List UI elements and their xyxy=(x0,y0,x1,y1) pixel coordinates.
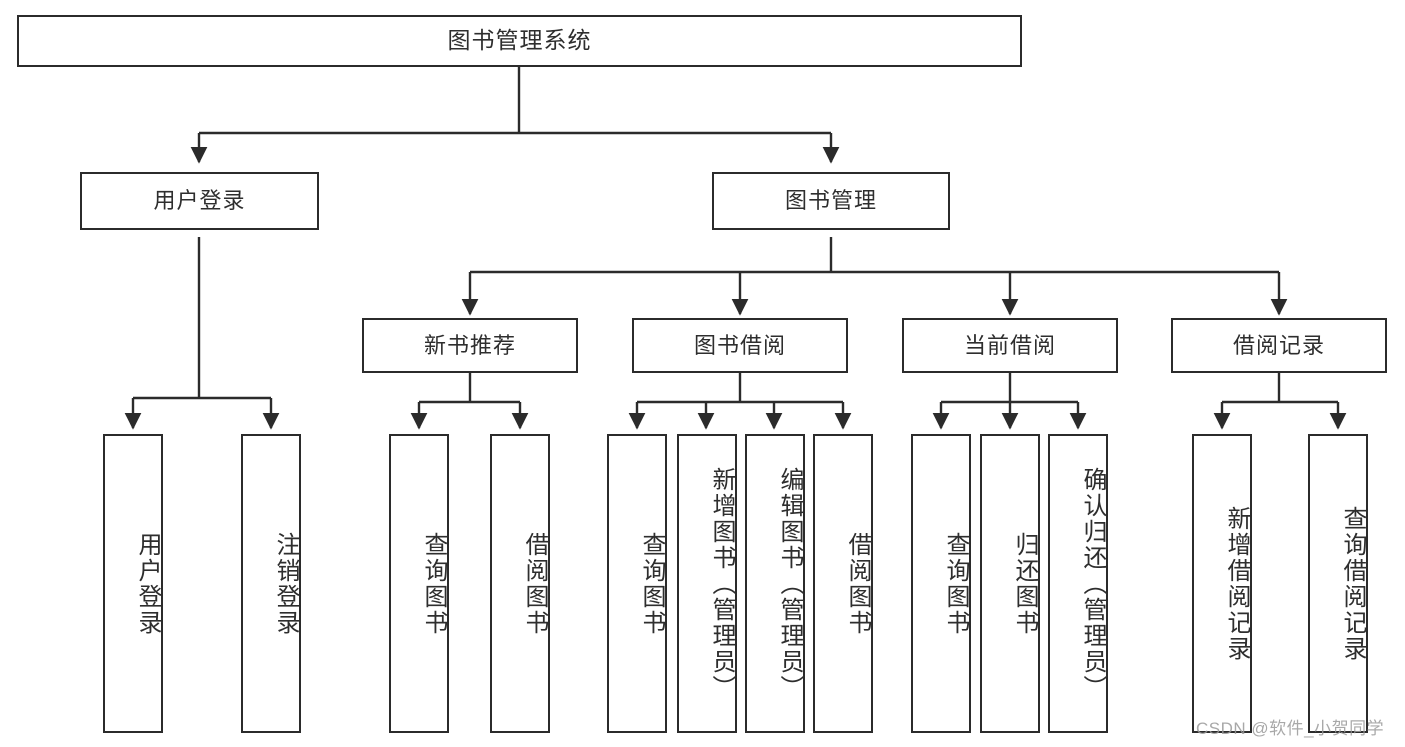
node-label: 图书借阅 xyxy=(693,332,786,358)
node-label: 查询图书 xyxy=(638,531,665,636)
node-book-borrow[interactable]: 图书借阅 xyxy=(632,318,848,373)
node-label: 注销登录 xyxy=(272,531,299,636)
node-label: 查询图书 xyxy=(420,531,447,636)
node-label: 用户登录 xyxy=(134,531,161,636)
leaf-user-login[interactable]: 用户登录 xyxy=(103,434,163,733)
node-label: 用户登录 xyxy=(153,188,246,214)
leaf-add-borrow-record[interactable]: 新增借阅记录 xyxy=(1192,434,1252,733)
leaf-confirm-return[interactable]: 确认归还（管理员） xyxy=(1048,434,1108,733)
node-book-manage[interactable]: 图书管理 xyxy=(712,172,950,230)
node-borrow-record[interactable]: 借阅记录 xyxy=(1171,318,1387,373)
leaf-query-book-borrow[interactable]: 查询图书 xyxy=(607,434,667,733)
leaf-add-book[interactable]: 新增图书（管理员） xyxy=(677,434,737,733)
node-label: 新增图书（管理员） xyxy=(708,466,735,701)
node-label: 图书管理 xyxy=(784,188,877,214)
node-label: 当前借阅 xyxy=(963,332,1056,358)
node-label: 新书推荐 xyxy=(423,332,516,358)
leaf-borrow-book[interactable]: 借阅图书 xyxy=(813,434,873,733)
leaf-return-book[interactable]: 归还图书 xyxy=(980,434,1040,733)
node-user-login[interactable]: 用户登录 xyxy=(80,172,319,230)
leaf-edit-book[interactable]: 编辑图书（管理员） xyxy=(745,434,805,733)
leaf-query-borrow-record[interactable]: 查询借阅记录 xyxy=(1308,434,1368,733)
leaf-logout-login[interactable]: 注销登录 xyxy=(241,434,301,733)
csdn-watermark: CSDN @软件_小贺同学 xyxy=(1196,719,1385,738)
node-label: 查询借阅记录 xyxy=(1339,505,1366,662)
leaf-borrow-book-recommend[interactable]: 借阅图书 xyxy=(490,434,550,733)
node-root-system[interactable]: 图书管理系统 xyxy=(17,15,1022,67)
node-label: 查询图书 xyxy=(942,531,969,636)
node-label: 归还图书 xyxy=(1011,531,1038,636)
node-label: 借阅记录 xyxy=(1232,332,1325,358)
node-label: 确认归还（管理员） xyxy=(1079,466,1106,701)
node-current-borrow[interactable]: 当前借阅 xyxy=(902,318,1118,373)
node-label: 借阅图书 xyxy=(521,531,548,636)
node-label: 借阅图书 xyxy=(844,531,871,636)
leaf-query-book-current[interactable]: 查询图书 xyxy=(911,434,971,733)
node-label: 编辑图书（管理员） xyxy=(776,466,803,701)
node-label: 新增借阅记录 xyxy=(1223,505,1250,662)
node-new-book-recommend[interactable]: 新书推荐 xyxy=(362,318,578,373)
leaf-query-book-recommend[interactable]: 查询图书 xyxy=(389,434,449,733)
node-label: 图书管理系统 xyxy=(447,27,592,54)
